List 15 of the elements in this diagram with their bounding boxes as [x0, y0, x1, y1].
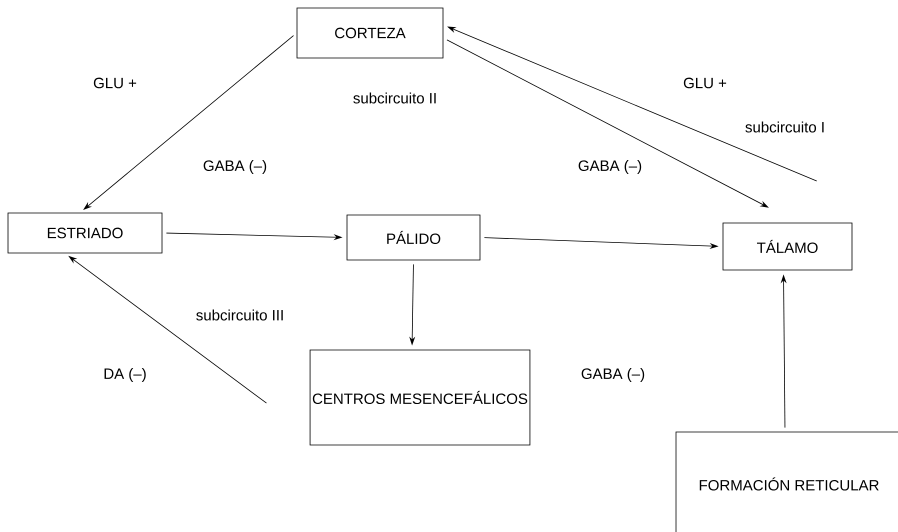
box: CENTROS MESENCEFÁLICOS [310, 350, 530, 446]
box: PÁLIDO [346, 214, 480, 260]
label: subcircuito I [745, 121, 824, 132]
label: GLU + [94, 78, 136, 88]
label: GABA (–) [204, 160, 266, 174]
label: GABA (–) [578, 160, 642, 174]
label: subcircuito II [353, 92, 436, 104]
box: CORTEZA [296, 8, 444, 58]
label: GABA (–) [582, 368, 644, 382]
label: subcircuito III [196, 309, 283, 320]
box: TÁLAMO [722, 222, 852, 270]
label: GLU + [684, 78, 726, 88]
label: DA (–) [104, 368, 146, 382]
box: FORMACIÓN RETICULAR [676, 432, 898, 532]
box: ESTRIADO [8, 212, 162, 254]
